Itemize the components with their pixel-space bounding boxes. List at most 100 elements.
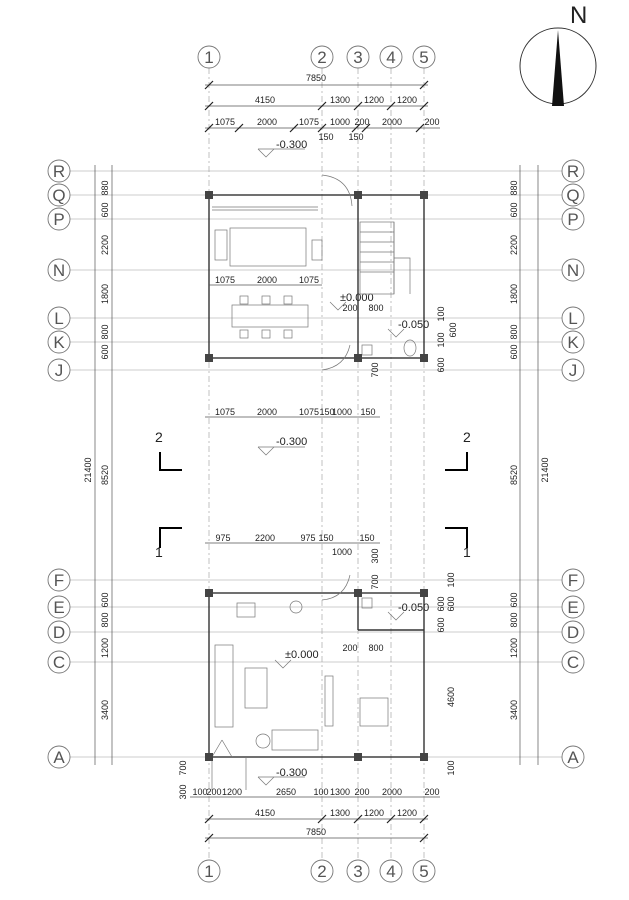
dim: 1200 (397, 95, 417, 105)
dim: 8520 (100, 465, 110, 485)
dim: 1075 (299, 117, 319, 127)
row-label: D (53, 623, 65, 642)
dim: 700 (370, 362, 380, 377)
dim: 800 (100, 324, 110, 339)
dim: 600 (509, 202, 519, 217)
level-upper-floor: ±0.000 (340, 292, 374, 304)
row-label: N (567, 261, 579, 280)
north-arrow: N (519, 2, 597, 106)
stove (214, 229, 228, 261)
core-dimensions: 100 100 600 600 700 300 700 100 600 600 … (178, 306, 458, 799)
dim: 600 (436, 617, 446, 632)
dim: 3400 (100, 700, 110, 720)
dim: 1300 (330, 95, 350, 105)
row-label: J (55, 361, 64, 380)
row-label: A (567, 748, 579, 767)
left-dimensions: 880 600 2200 1800 800 600 8520 21400 600… (83, 165, 113, 765)
row-bubbles: R Q P N L K J F E D C A R Q P N L K J F … (47, 159, 585, 769)
dim: 4150 (255, 808, 275, 818)
dim: 600 (436, 357, 446, 372)
dim: 1200 (100, 638, 110, 658)
dim: 2000 (257, 275, 277, 285)
staircase (359, 221, 411, 295)
col-label: 2 (317, 862, 326, 881)
dim: 200 (342, 643, 357, 653)
dim: 200 (354, 117, 369, 127)
toilet (403, 339, 417, 357)
dim: 2200 (100, 235, 110, 255)
row-label: K (567, 333, 579, 352)
row-label: L (568, 309, 577, 328)
col-label: 5 (419, 48, 428, 67)
coffee-table (244, 667, 268, 709)
col-label: 4 (386, 48, 395, 67)
dim: 100 (313, 787, 328, 797)
dim: 800 (509, 612, 519, 627)
dim: 600 (100, 344, 110, 359)
middle-dimensions: 1075 2000 1075 150 1000 150 975 2200 975… (205, 407, 380, 557)
level-top: -0.300 (276, 139, 307, 151)
row-label: D (567, 623, 579, 642)
dim: 150 (360, 407, 375, 417)
row-label: E (567, 598, 578, 617)
dim: 150 (359, 533, 374, 543)
dim: 2650 (276, 787, 296, 797)
level-lower-toilet: -0.050 (398, 602, 429, 614)
dim: 200 (206, 787, 221, 797)
dim: 1200 (364, 808, 384, 818)
section-mark-2-left: 2 (155, 429, 163, 445)
dim: 21400 (83, 457, 93, 482)
dim: 700 (370, 574, 380, 589)
row-label: F (568, 571, 578, 590)
dim: 1000 (332, 407, 352, 417)
upper-building: 1075 2000 1075 200 800 (205, 174, 428, 371)
level-lower-floor: ±0.000 (285, 649, 319, 661)
dim: 1000 (332, 547, 352, 557)
column-bubbles-bottom: 1 2 3 4 5 (197, 859, 436, 883)
dim: 1300 (330, 808, 350, 818)
dim: 800 (509, 324, 519, 339)
dim: 2000 (257, 117, 277, 127)
dim: 4150 (255, 95, 275, 105)
game-table (359, 697, 389, 727)
section-mark-2-right: 2 (463, 429, 471, 445)
dim: 600 (100, 592, 110, 607)
level-middle: -0.300 (276, 436, 307, 448)
level-marks: -0.300 -0.300 -0.300 ±0.000 -0.050 ±0.00… (257, 139, 429, 786)
dim: 2000 (382, 787, 402, 797)
dim: 600 (448, 322, 458, 337)
col-label: 3 (353, 48, 362, 67)
dim: 300 (370, 548, 380, 563)
dim: 150 (319, 407, 334, 417)
dim-total-top: 7850 (306, 73, 326, 83)
row-label: R (53, 162, 65, 181)
dim: 1075 (215, 117, 235, 127)
dim: 100 (436, 306, 446, 321)
bottom-dimensions: 100 200 1200 2650 100 1300 200 2000 200 … (190, 787, 440, 843)
dim: 300 (178, 784, 188, 799)
dim: 800 (368, 303, 383, 313)
dim: 150 (318, 533, 333, 543)
dim: 1200 (509, 638, 519, 658)
sofa (214, 644, 234, 728)
dim: 200 (424, 787, 439, 797)
dim: 975 (215, 533, 230, 543)
entry-door (211, 739, 233, 758)
row-label: F (54, 571, 64, 590)
row-label: R (567, 162, 579, 181)
dim: 2200 (255, 533, 275, 543)
top-dimensions: 7850 4150 1300 1200 1200 1075 2000 1075 … (204, 73, 440, 142)
dim: 1000 (330, 117, 350, 127)
dim: 600 (446, 596, 456, 611)
dim: 1075 (215, 407, 235, 417)
col-label: 2 (317, 48, 326, 67)
door-swing (321, 574, 351, 601)
dim: 2000 (382, 117, 402, 127)
dim: 1200 (222, 787, 242, 797)
row-label: C (53, 653, 65, 672)
dim: 3400 (509, 700, 519, 720)
dim: 150 (318, 132, 333, 142)
door-swing (321, 344, 351, 371)
row-label: K (53, 333, 65, 352)
